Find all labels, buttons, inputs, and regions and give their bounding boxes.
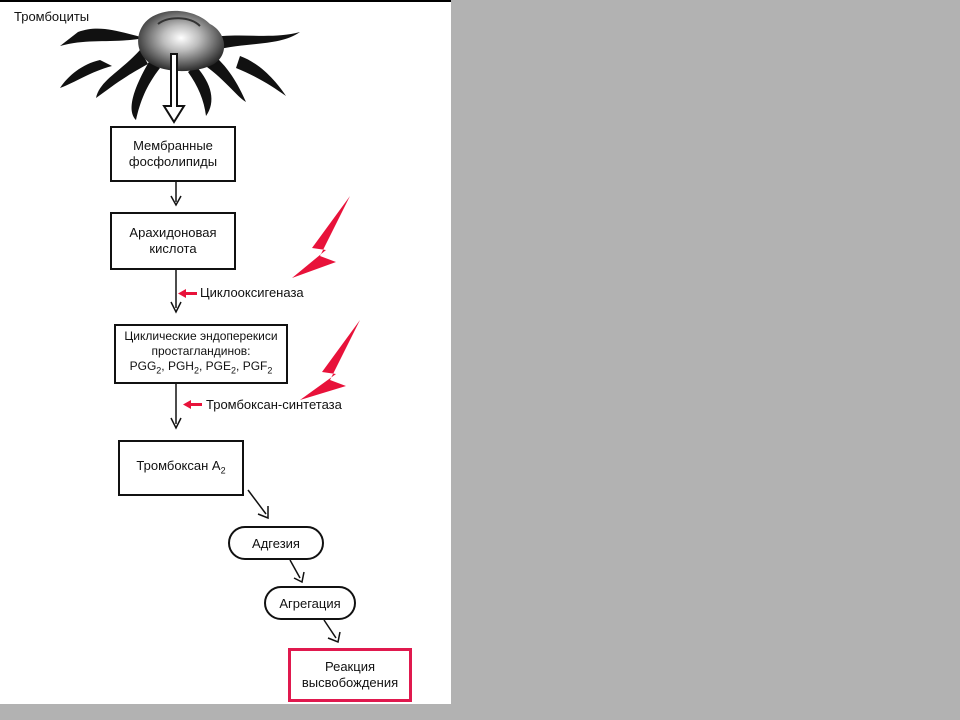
enzyme-cyclooxygenase: Циклооксигеназа	[200, 285, 304, 300]
connector-arrows	[170, 182, 341, 644]
node-arachidonic-acid: Арахидоновая кислота	[110, 212, 236, 270]
diagram-title: Тромбоциты	[14, 9, 90, 24]
red-pointer-arrow-icon	[300, 320, 360, 400]
node-endoperoxides: Циклические эндоперекиси простагландинов…	[114, 324, 288, 384]
node-membrane-line2: фосфолипиды	[128, 154, 218, 169]
pathway-figure: Тромбоциты Мембранные фосфолипиды Арахид…	[0, 2, 451, 704]
hollow-down-arrow-icon	[162, 53, 186, 124]
node-membrane-line1: Мембранные	[133, 138, 213, 153]
gray-bottom-strip	[0, 704, 960, 720]
node-aggregation: Агрегация	[264, 586, 356, 620]
node-adhesion: Адгезия	[228, 526, 324, 560]
node-arachidonic-line1: Арахидоновая	[129, 225, 217, 240]
enzyme-thromboxane-synthase: Тромбоксан-синтетаза	[206, 397, 342, 412]
node-release-reaction: Реакция высвобождения	[288, 648, 412, 702]
diagram-graphics	[60, 10, 360, 644]
node-thromboxane-a2: Тромбоксан А2	[118, 440, 244, 496]
node-endoperoxides-formula: PGG2, PGH2, PGE2, PGF2	[129, 359, 273, 376]
platelet-icon	[60, 10, 300, 120]
red-pointer-arrow-icon	[292, 196, 350, 278]
node-endoperoxides-line1: Циклические эндоперекиси	[124, 329, 278, 344]
enzyme-markers	[178, 289, 202, 409]
node-release-line1: Реакция	[325, 659, 375, 674]
gray-side-panel	[451, 0, 960, 704]
node-thromboxane-text: Тромбоксан А2	[136, 457, 226, 476]
node-membrane-phospholipids: Мембранные фосфолипиды	[110, 126, 236, 182]
node-endoperoxides-line2: простагландинов:	[151, 344, 251, 359]
node-arachidonic-line2: кислота	[149, 241, 197, 256]
node-release-line2: высвобождения	[301, 675, 399, 690]
